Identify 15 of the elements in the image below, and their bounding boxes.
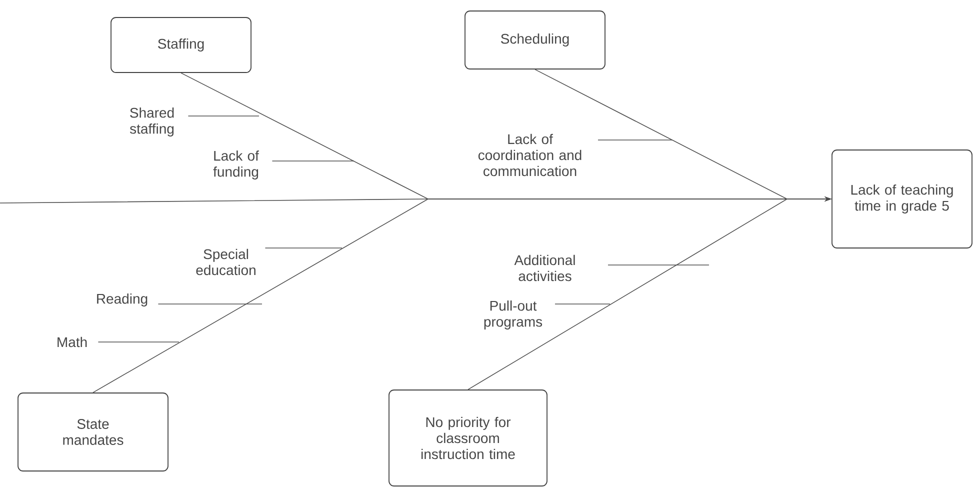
cause-label: Additional activities: [514, 254, 575, 282]
cause-label: Lack of funding: [213, 150, 259, 180]
category-box: No priority for classroom instruction time: [388, 390, 548, 486]
cause-label: Shared staffing: [130, 107, 174, 137]
cause-label: Math: [58, 336, 87, 348]
category-box: State mandates: [18, 392, 168, 472]
effect-box: Lack of teaching time in grade 5: [832, 150, 972, 248]
category-box: Scheduling: [464, 10, 606, 70]
cause-label: Reading: [97, 293, 148, 307]
cause-label: Lack of coordination and communication: [478, 134, 582, 176]
cause-line: [608, 264, 710, 266]
category-box: Staffing: [110, 17, 252, 73]
cause-label: Pull-out programs: [484, 300, 542, 330]
cause-label: Special education: [196, 248, 256, 276]
cause-line: [272, 160, 354, 162]
